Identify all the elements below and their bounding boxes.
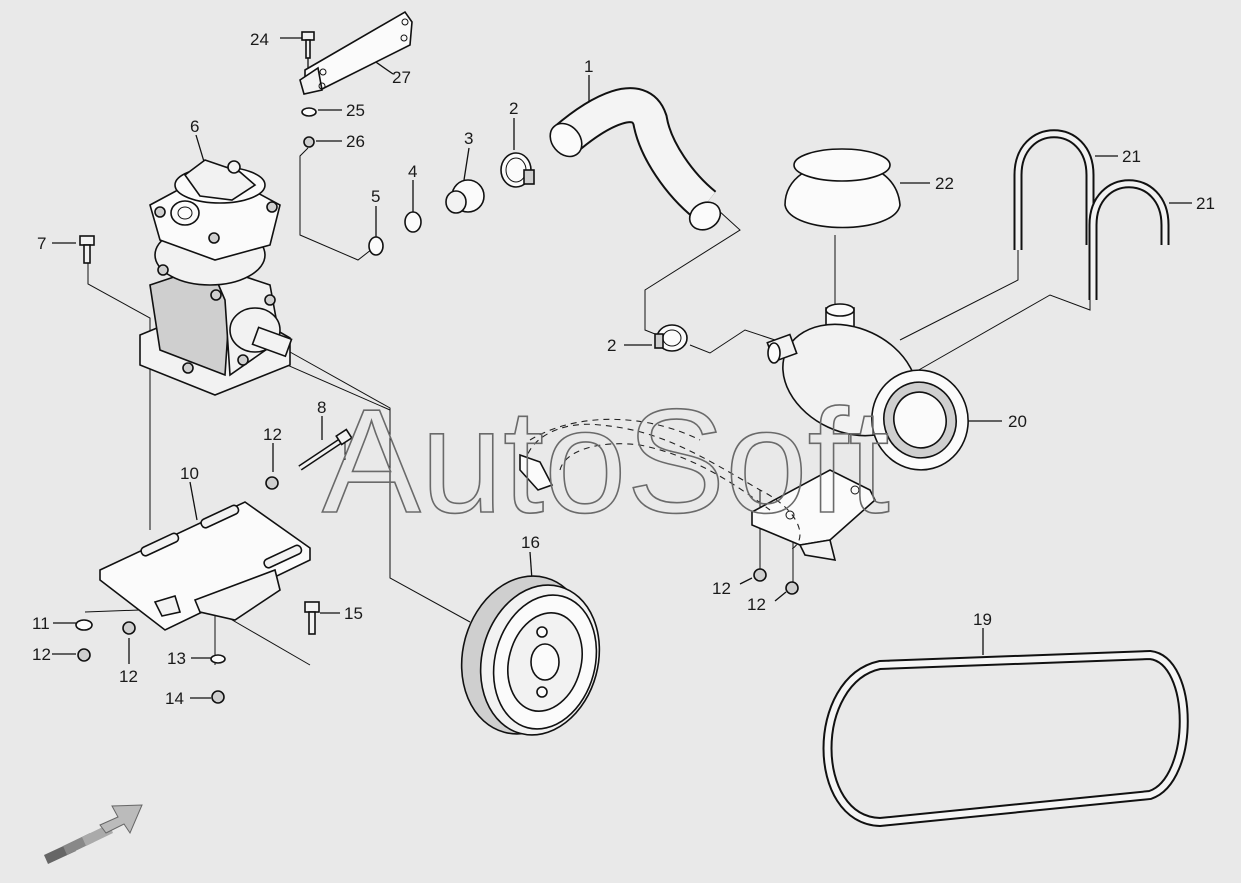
- watermark: AutoSoft: [322, 379, 890, 544]
- callout-label: 2: [607, 336, 616, 355]
- bracket-part: [299, 10, 413, 95]
- bolt-part: [301, 31, 315, 59]
- callout-label: 14: [165, 689, 184, 708]
- callout-label: 12: [32, 645, 51, 664]
- callout-label: 21: [1122, 147, 1141, 166]
- callout-label: 15: [344, 604, 363, 623]
- nut-part: [122, 621, 136, 635]
- clamp-part: [654, 324, 688, 352]
- washer-part: [301, 107, 317, 117]
- callout-label: 3: [464, 129, 473, 148]
- callout-label: 5: [371, 187, 380, 206]
- o-ring-part: [368, 236, 384, 256]
- u-bolt-part: [1013, 129, 1095, 250]
- callout-label: 7: [37, 234, 46, 253]
- callout-label: 2: [509, 99, 518, 118]
- callout-labels: 24 27 25 26 6 1 2 3 4 5 7 21 21 22 2 20 …: [32, 30, 1215, 708]
- callout-label: 1: [584, 57, 593, 76]
- callout-label: 12: [119, 667, 138, 686]
- nut-part: [785, 581, 799, 595]
- nut-part: [753, 568, 767, 582]
- belt-part: [822, 649, 1189, 828]
- compressor-part: [139, 159, 293, 396]
- hose-part: [549, 87, 722, 231]
- callout-label: 22: [935, 174, 954, 193]
- nut-part: [265, 476, 279, 490]
- air-filter-part: [766, 303, 969, 471]
- callout-label: 26: [346, 132, 365, 151]
- callout-label: 19: [973, 610, 992, 629]
- direction-arrow-icon: [44, 804, 143, 864]
- nut-part: [211, 690, 225, 704]
- callout-label: 10: [180, 464, 199, 483]
- mounting-plate-part: [99, 501, 311, 631]
- bolt-part: [79, 235, 95, 264]
- callout-label: 13: [167, 649, 186, 668]
- bracket-part: [751, 469, 876, 561]
- o-ring-part: [404, 211, 422, 233]
- callout-label: 8: [317, 398, 326, 417]
- nut-part: [303, 136, 315, 148]
- callout-label: 12: [747, 595, 766, 614]
- callout-label: 16: [521, 533, 540, 552]
- callout-label: 25: [346, 101, 365, 120]
- callout-label: 12: [712, 579, 731, 598]
- hidden-outline: [519, 418, 801, 551]
- callout-label: 24: [250, 30, 269, 49]
- clamp-part: [500, 152, 535, 188]
- pulley-part: [460, 575, 601, 736]
- washer-part: [75, 619, 93, 631]
- callout-label: 27: [392, 68, 411, 87]
- cap-part: [784, 148, 901, 229]
- callout-label: 20: [1008, 412, 1027, 431]
- callout-label: 11: [32, 614, 50, 633]
- callout-label: 12: [263, 425, 282, 444]
- u-bolt-part: [1088, 179, 1170, 300]
- bolt-part: [304, 601, 320, 635]
- bolt-part: [298, 428, 353, 471]
- nut-part: [77, 648, 91, 662]
- washer-part: [210, 654, 226, 664]
- fitting-part: [445, 179, 485, 214]
- callout-label: 6: [190, 117, 199, 136]
- callout-label: 21: [1196, 194, 1215, 213]
- leader-lines: [52, 37, 1192, 699]
- callout-label: 4: [408, 162, 417, 181]
